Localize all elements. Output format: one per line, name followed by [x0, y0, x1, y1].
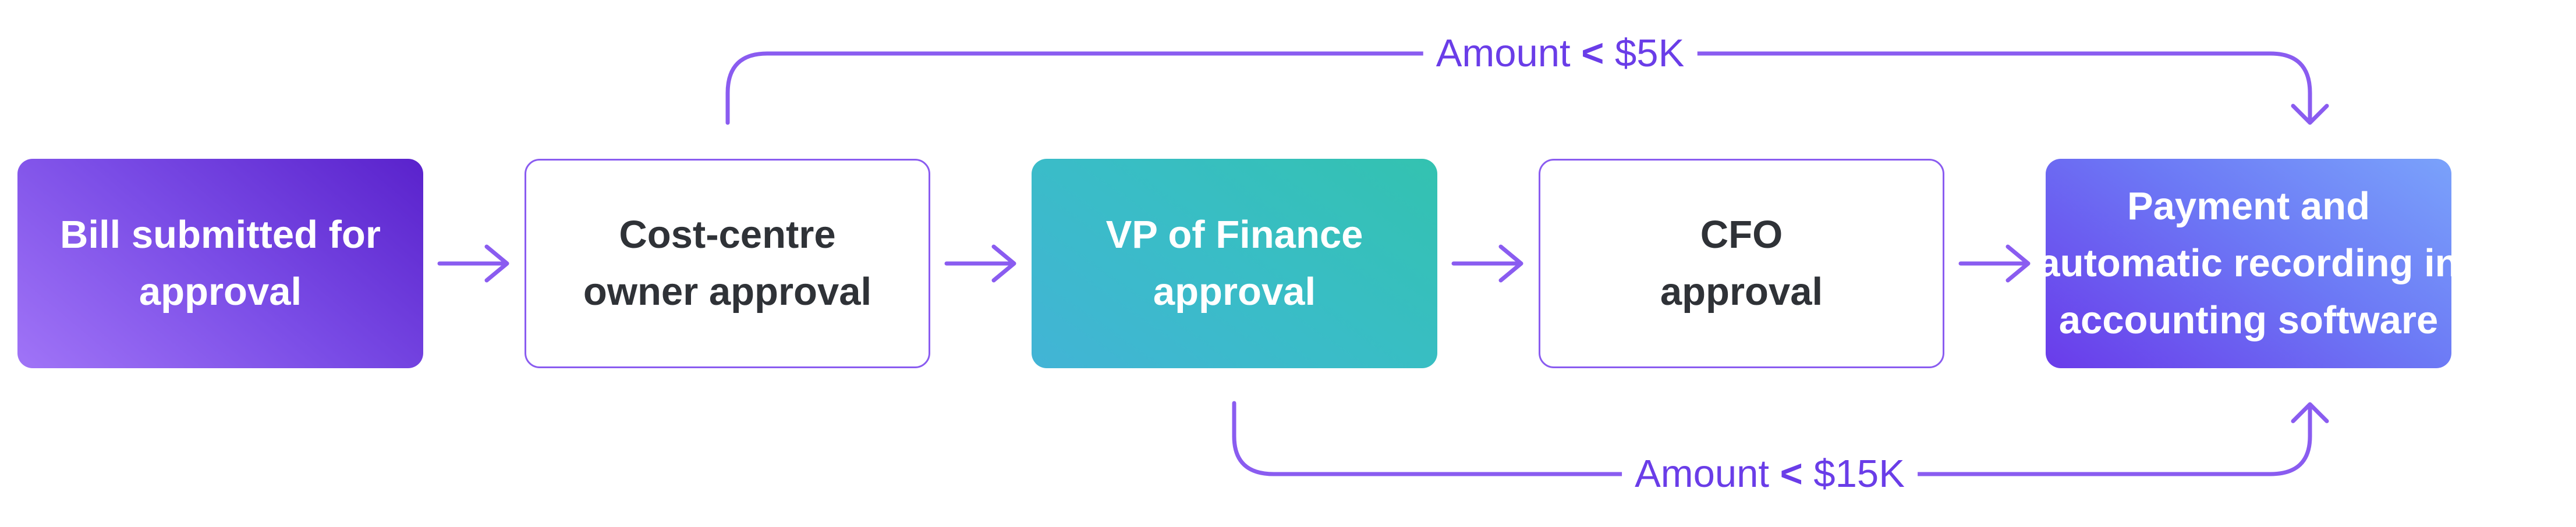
edge-label-bottom: Amount < $15K	[1622, 451, 1918, 497]
edge-label-value: $15K	[1813, 452, 1905, 496]
node-cfo-approval: CFO approval	[1539, 159, 1944, 368]
arrow-1-to-2	[437, 244, 509, 283]
node-label-line: automatic recording in	[2038, 241, 2459, 285]
node-vp-finance-approval: VP of Finance approval	[1032, 159, 1437, 368]
node-label-line: owner approval	[583, 270, 872, 314]
node-label-line: Cost-centre	[619, 213, 836, 257]
node-label-line: approval	[1660, 270, 1823, 314]
less-than-symbol: <	[1780, 452, 1803, 496]
node-cost-centre-approval: Cost-centre owner approval	[525, 159, 930, 368]
edge-label-value: $5K	[1615, 31, 1685, 75]
arrow-3-to-4	[1451, 244, 1523, 283]
edge-label-text: Amount	[1436, 31, 1571, 75]
arrow-2-to-3	[944, 244, 1016, 283]
node-label-line: Bill submitted for	[60, 213, 381, 257]
node-label-line: approval	[1153, 270, 1316, 314]
node-payment-recording: Payment and automatic recording in accou…	[2038, 159, 2459, 368]
node-bill-submitted: Bill submitted for approval	[17, 159, 423, 368]
edge-label-text: Amount	[1635, 452, 1770, 496]
edge-label-top: Amount < $5K	[1423, 30, 1698, 77]
node-label-line: VP of Finance	[1105, 213, 1363, 257]
node-label-line: CFO	[1700, 213, 1783, 257]
arrow-4-to-5	[1958, 244, 2031, 283]
node-label-line: approval	[139, 270, 302, 314]
node-label-line: accounting software	[2058, 298, 2439, 342]
less-than-symbol: <	[1581, 31, 1604, 75]
node-label-line: Payment and	[2127, 184, 2371, 228]
